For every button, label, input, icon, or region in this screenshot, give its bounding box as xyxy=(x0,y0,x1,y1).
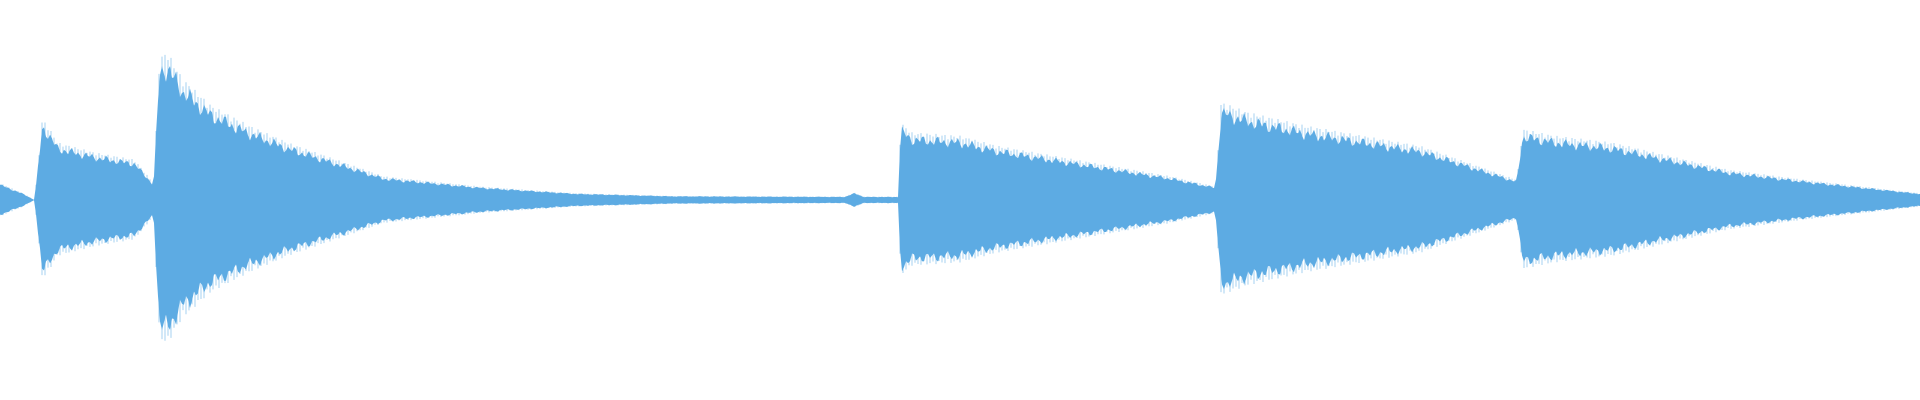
waveform-detail-lines xyxy=(0,54,1918,341)
